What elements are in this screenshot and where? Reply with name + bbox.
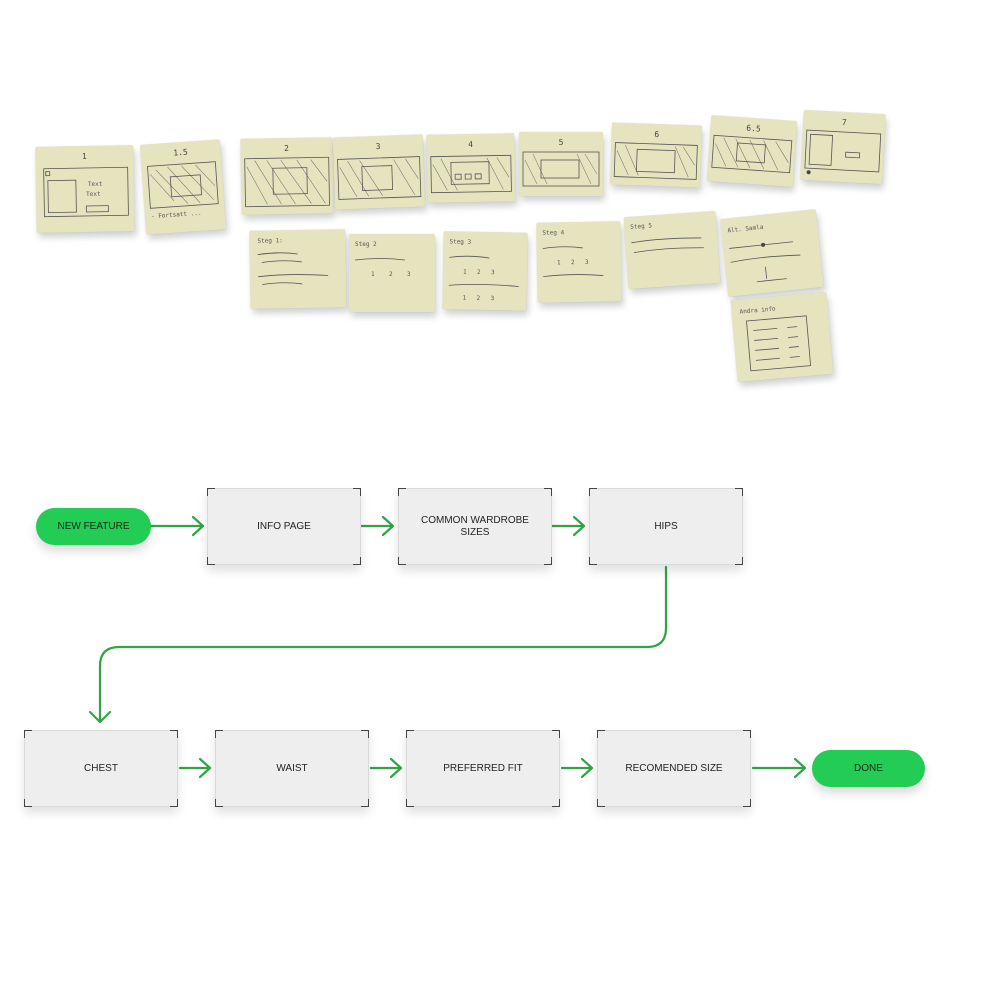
svg-text:3: 3 <box>407 271 411 278</box>
note-heading: Steg 3 <box>449 238 471 245</box>
svg-text:1: 1 <box>371 271 375 278</box>
arrow-connector <box>369 757 403 779</box>
sketch-note: Steg 5 <box>623 210 721 290</box>
arrow-connector <box>149 515 205 537</box>
wireframe-sketch: Steg 4 1 2 3 <box>542 229 604 278</box>
wireframe-sketch: Andra info <box>739 305 812 372</box>
sketch-note: Steg 4 1 2 3 <box>536 221 622 303</box>
arrow-connector <box>88 565 668 724</box>
sketch-note: 6 <box>609 122 703 188</box>
sketch-note: Steg 1: <box>249 229 347 309</box>
sketch-note: 7 <box>800 109 886 185</box>
wireframe-sketch: Alt. Samla <box>727 224 801 283</box>
flow-step-common-wardrobe-sizes: COMMON WARDROBE SIZES <box>398 488 552 565</box>
note-heading: Andra info <box>739 305 776 315</box>
wireframe-sketch: Steg 2 1 2 3 <box>354 241 411 278</box>
svg-text:2: 2 <box>476 295 480 302</box>
svg-text:Text: Text <box>86 191 101 198</box>
sketch-note: 5 <box>519 132 603 196</box>
svg-text:1: 1 <box>463 269 467 276</box>
sketch-note: 2 <box>240 137 334 215</box>
start-node-label: NEW FEATURE <box>57 521 130 532</box>
wireframe-sketch <box>804 129 882 175</box>
flow-step-label: WAIST <box>276 762 308 774</box>
wireframe-sketch <box>613 142 698 180</box>
wireframe-sketch <box>244 156 330 208</box>
note-heading: Steg 2 <box>355 241 377 248</box>
wireframe-sketch: Steg 5 <box>630 222 704 254</box>
wireframe-sketch: Steg 3 1 2 3 1 2 3 <box>448 238 519 302</box>
flow-step-chest: CHEST <box>24 730 178 807</box>
sketch-note: Andra info <box>730 291 834 383</box>
svg-text:- Fortsatt ...: - Fortsatt ... <box>151 210 202 221</box>
flow-step-info-page: INFO PAGE <box>207 488 361 565</box>
flow-step-label: HIPS <box>654 520 678 532</box>
note-number: 5 <box>558 138 564 147</box>
flow-step-label: PREFERRED FIT <box>443 762 523 774</box>
arrow-connector <box>178 757 212 779</box>
sketch-note: Steg 2 1 2 3 <box>349 234 435 312</box>
svg-text:3: 3 <box>491 269 495 276</box>
sketch-note: 1 Text Text <box>35 145 135 233</box>
svg-text:3: 3 <box>490 295 494 302</box>
arrow-connector <box>751 757 807 779</box>
wireframe-sketch: Text Text <box>43 166 129 218</box>
end-node-label: DONE <box>854 763 883 774</box>
svg-text:3: 3 <box>585 259 589 266</box>
svg-text:2: 2 <box>389 271 393 278</box>
note-heading: Steg 5 <box>630 222 652 231</box>
note-heading: Alt. Samla <box>727 224 764 235</box>
end-node: DONE <box>812 750 925 787</box>
wireframe-sketch <box>337 156 422 200</box>
wireframe-sketch <box>711 134 793 174</box>
sketch-note: Alt. Samla <box>720 209 824 297</box>
flow-step-label: RECOMENDED SIZE <box>625 762 723 774</box>
wireframe-sketch <box>522 151 600 187</box>
arrow-connector <box>560 757 594 779</box>
flow-step-label: CHEST <box>84 762 118 774</box>
svg-text:Text: Text <box>88 181 103 188</box>
flow-step-label: COMMON WARDROBE SIZES <box>421 514 529 538</box>
wireframe-sketch <box>430 154 512 194</box>
flow-step-preferred-fit: PREFERRED FIT <box>406 730 560 807</box>
arrow-connector <box>550 515 586 537</box>
flow-step-recomended-size: RECOMENDED SIZE <box>597 730 751 807</box>
arrow-connector <box>359 515 395 537</box>
sketch-note: 4 <box>426 133 516 203</box>
svg-text:2: 2 <box>477 269 481 276</box>
start-node: NEW FEATURE <box>36 508 151 545</box>
sketch-note: 6.5 <box>706 115 798 187</box>
wireframe-sketch: - Fortsatt ... <box>147 161 219 221</box>
svg-text:1: 1 <box>557 259 561 266</box>
svg-text:1: 1 <box>462 295 466 302</box>
wireframe-sketch: Steg 1: <box>257 237 329 286</box>
note-heading: Steg 1: <box>257 237 282 244</box>
flow-step-label: INFO PAGE <box>257 520 311 532</box>
sketch-note: 3 <box>332 134 426 210</box>
note-heading: Steg 4 <box>542 229 564 236</box>
flow-step-hips: HIPS <box>589 488 743 565</box>
sketch-note: 1.5 - Fortsatt ... <box>139 139 227 235</box>
sketch-note: Steg 3 1 2 3 1 2 3 <box>442 231 528 311</box>
svg-text:2: 2 <box>571 259 575 266</box>
flow-step-waist: WAIST <box>215 730 369 807</box>
